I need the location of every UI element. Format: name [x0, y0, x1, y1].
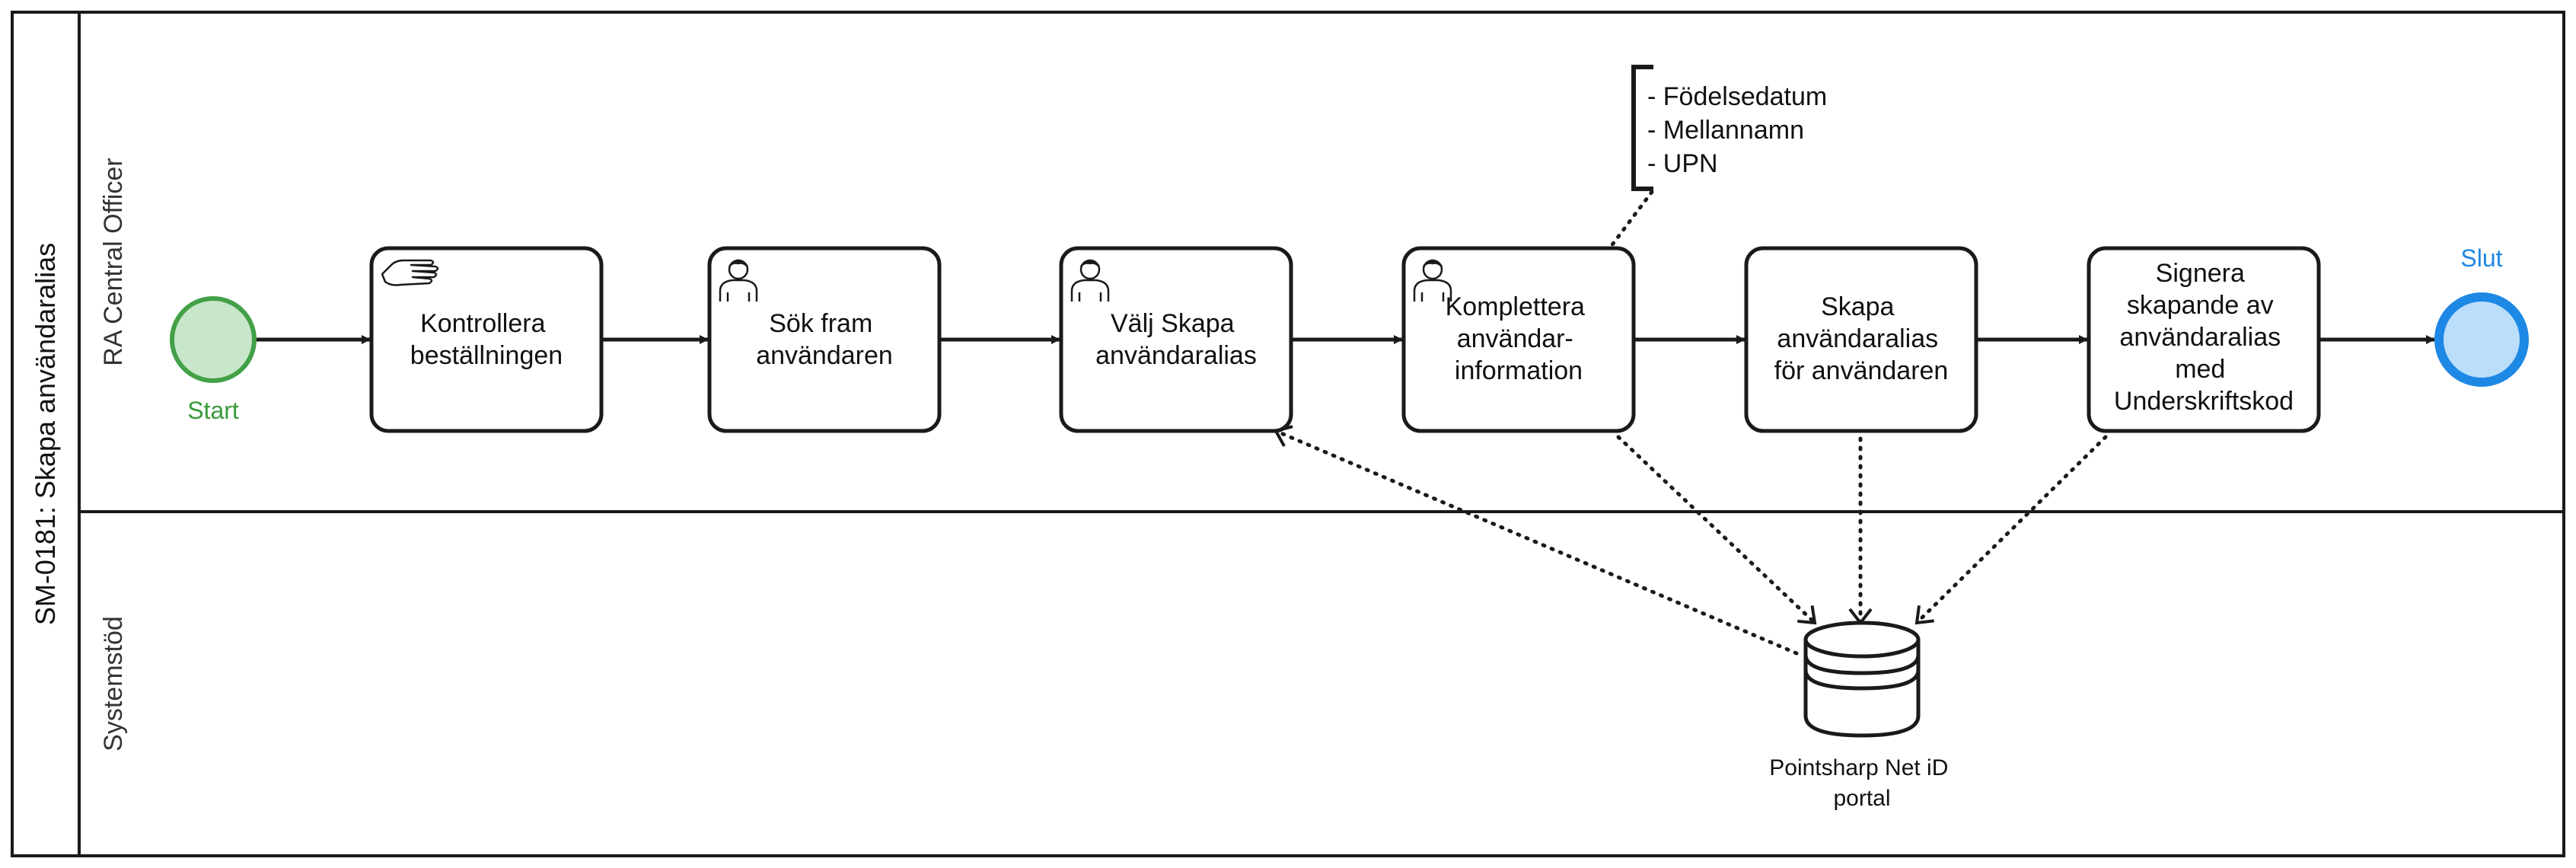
task-signera: Signera skapande av användaralias med Un… [2087, 246, 2321, 433]
end-event-label: Slut [2460, 244, 2502, 272]
svg-text:Välj Skapa användaralias: Välj Skapa användaralias [1095, 309, 1257, 370]
task-label-line: med [2175, 355, 2225, 384]
datastore-label-line: Pointsharp Net iD [1769, 755, 1948, 780]
task-sok-fram: Sök fram användaren [707, 246, 942, 433]
task-komplettera: Komplettera användar- information [1401, 246, 1636, 433]
task-label-line: Underskriftskod [2114, 387, 2294, 416]
task-label-line: Kontrollera [420, 309, 546, 338]
start-event-label: Start [187, 397, 239, 424]
lane-label-ra-central-officer: RA Central Officer [99, 158, 128, 365]
data-associations [1274, 425, 2108, 656]
task-label-line: användaralias [1777, 324, 1938, 353]
task-label-line: för användaren [1774, 356, 1949, 385]
task-label-line: Komplettera [1446, 292, 1585, 321]
user-icon [1413, 259, 1452, 302]
svg-text:- Födelsedatum - Mellann: - Födelsedatum - Mellannamn - UPN [1647, 82, 1835, 178]
task-label-line: skapande av [2127, 291, 2274, 320]
task-label-line: användaralias [2119, 323, 2281, 352]
task-label-line: Skapa [1821, 292, 1894, 321]
annotation-line: - Mellannamn [1647, 116, 1804, 145]
svg-text:Pointsharp Net iD portal: Pointsharp Net iD portal [1769, 755, 1954, 811]
task-label-line: användaren [756, 341, 893, 370]
text-annotation: - Födelsedatum - Mellannamn - UPN [1608, 65, 1835, 249]
task-kontrollera: Kontrollera beställningen [369, 246, 604, 433]
assoc-task6-to-datastore [1914, 435, 2108, 625]
assoc-task4-to-datastore [1616, 435, 1817, 625]
user-icon [719, 259, 758, 302]
datastore-icon [1803, 621, 1921, 738]
task-label-line: Välj Skapa [1111, 309, 1235, 338]
annotation-bracket [1631, 65, 1653, 191]
pool-title: SM-0181: Skapa användaralias [30, 243, 61, 625]
task-valj-skapa: Välj Skapa användaralias [1059, 246, 1293, 433]
annotation-line: - UPN [1647, 149, 1718, 178]
annotation-line: - Födelsedatum [1647, 82, 1827, 111]
user-icon [1070, 259, 1110, 302]
task-label-line: Signera [2156, 259, 2245, 288]
annotation-association [1608, 190, 1654, 249]
start-event [170, 296, 257, 383]
svg-text:Sök fram användaren: Sök fram användaren [756, 309, 893, 370]
svg-text:Skapa användaralias: Skapa användaralias för användaren [1774, 292, 1949, 385]
assoc-datastore-to-task3 [1274, 425, 1799, 656]
end-event [2434, 292, 2529, 387]
task-skapa-anvandaralias: Skapa användaralias för användaren [1744, 246, 1978, 433]
task-label-line: beställningen [410, 341, 563, 370]
task-label-line: användar- [1457, 324, 1573, 353]
task-label-line: information [1455, 356, 1583, 385]
task-label-line: användaralias [1095, 341, 1257, 370]
svg-text:Komplettera användar-: Komplettera användar- information [1446, 292, 1592, 385]
datastore-label-line: portal [1833, 786, 1890, 811]
task-label-line: Sök fram [769, 309, 872, 338]
lane-label-systemstod: Systemstöd [99, 616, 128, 752]
hand-icon [381, 259, 439, 286]
svg-text:Kontrollera beställninge: Kontrollera beställningen [410, 309, 563, 370]
pool-frame [11, 11, 2565, 857]
svg-text:Signera skapande av: Signera skapande av användaralias med Un… [2114, 259, 2294, 416]
